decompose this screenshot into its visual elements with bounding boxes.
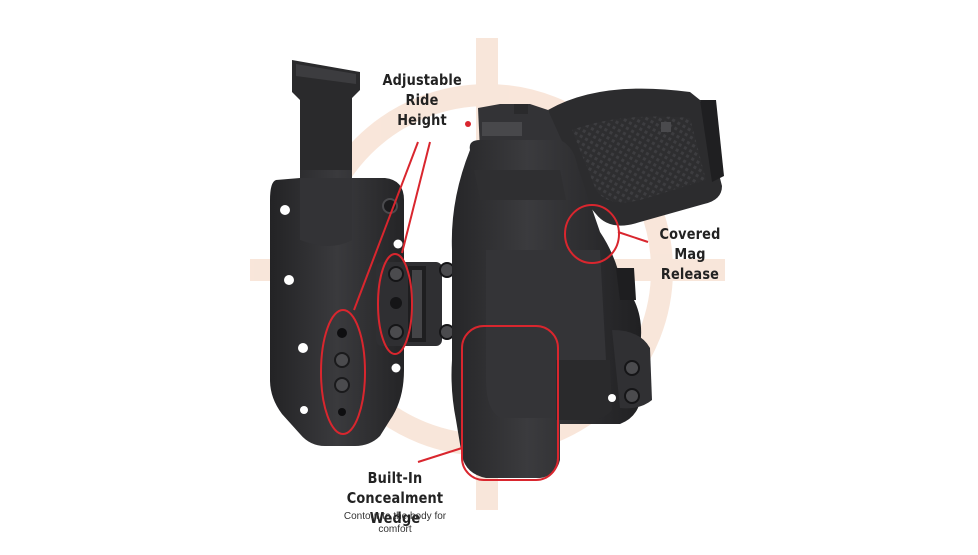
callout-line: Ride xyxy=(405,91,439,109)
subtitle-line: comfort xyxy=(378,524,412,535)
wedge-callout-subtitle: Contour to the body for comfort xyxy=(330,510,460,536)
callout-line: Adjustable xyxy=(382,71,462,89)
ride-height-callout-markers xyxy=(320,121,471,435)
callout-line: Mag Release xyxy=(660,245,720,283)
callout-line: Built-In xyxy=(367,469,423,487)
mag-release-callout: Covered Mag Release xyxy=(647,224,733,284)
callout-line: Covered xyxy=(659,225,721,243)
wedge-callout-marker xyxy=(417,325,559,481)
callout-line: Concealment Wedge xyxy=(346,489,444,527)
main-holster xyxy=(440,140,652,478)
pistol xyxy=(478,88,724,226)
magazine-pouch xyxy=(270,60,404,446)
connector-strap xyxy=(376,262,455,346)
wedge-callout: Built-In Concealment Wedge xyxy=(331,468,460,528)
callout-line: Height xyxy=(397,111,447,129)
mag-release-callout-marker xyxy=(564,204,649,264)
ride-height-callout: Adjustable Ride Height xyxy=(382,70,461,130)
subtitle-line: Contour to the body for xyxy=(343,511,447,522)
